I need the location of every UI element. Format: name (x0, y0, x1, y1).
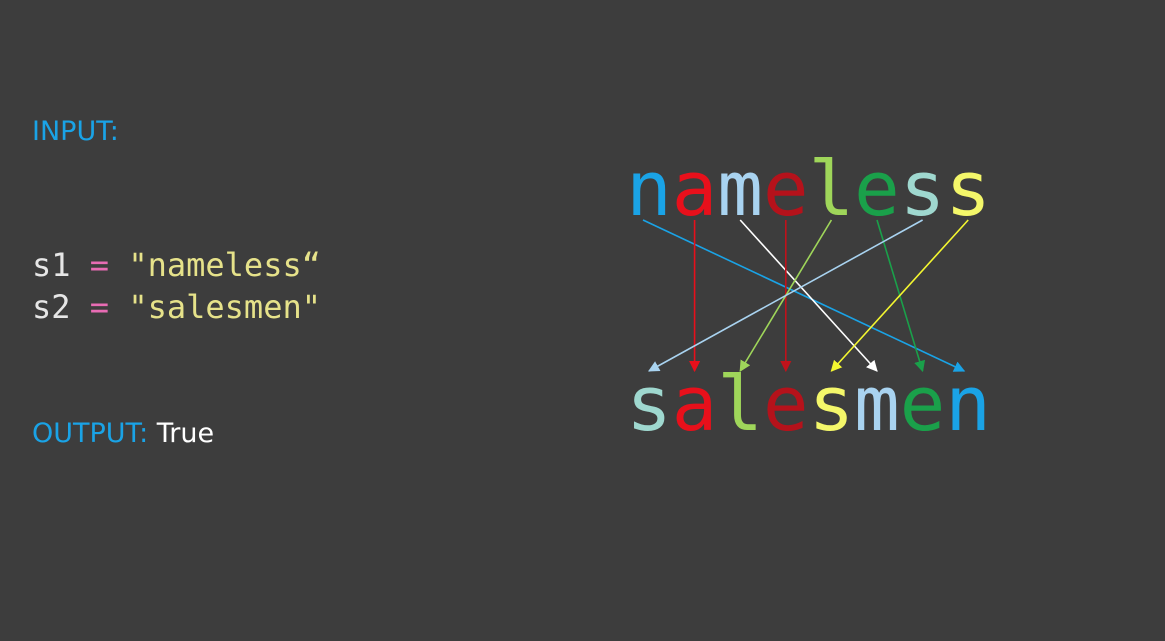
top-letter-6: s (899, 144, 946, 233)
output-value: True (156, 418, 215, 449)
input-label: INPUT: (32, 116, 119, 147)
bottom-letter-5: m (854, 359, 900, 448)
code-block: s1 = "nameless“s2 = "salesmen" (32, 244, 321, 328)
assign-op-1: = (89, 246, 110, 284)
arrow-7-to-4 (830, 219, 969, 372)
output-row: OUTPUT: True (32, 418, 214, 449)
string-s2: "salesmen" (128, 288, 321, 326)
bottom-word-salesmen: salesmen (626, 366, 991, 442)
arrow-6-to-0 (648, 219, 923, 372)
bottom-letter-3: e (762, 359, 809, 448)
assign-op-2: = (89, 288, 110, 326)
arrow-2-to-5 (739, 219, 878, 372)
code-line-s2: s2 = "salesmen" (32, 286, 321, 328)
bottom-letter-6: e (899, 359, 946, 448)
top-letter-1: a (671, 144, 718, 233)
bottom-letter-4: s (808, 359, 854, 448)
string-s1: "nameless“ (128, 246, 321, 284)
bottom-letter-7: n (945, 359, 991, 448)
top-word-nameless: nameless (626, 151, 991, 227)
top-letter-2: m (717, 144, 763, 233)
code-line-s1: s1 = "nameless“ (32, 244, 321, 286)
output-label: OUTPUT: (32, 418, 149, 449)
bottom-letter-0: s (626, 359, 672, 448)
bottom-letter-1: a (671, 359, 718, 448)
top-letter-7: s (945, 144, 991, 233)
arrow-0-to-7 (642, 219, 966, 372)
top-letter-0: n (626, 144, 672, 233)
bottom-letter-2: l (717, 359, 763, 448)
top-letter-4: l (808, 144, 854, 233)
var-s1: s1 (32, 246, 71, 284)
top-letter-5: e (854, 144, 900, 233)
top-letter-3: e (762, 144, 809, 233)
var-s2: s2 (32, 288, 71, 326)
